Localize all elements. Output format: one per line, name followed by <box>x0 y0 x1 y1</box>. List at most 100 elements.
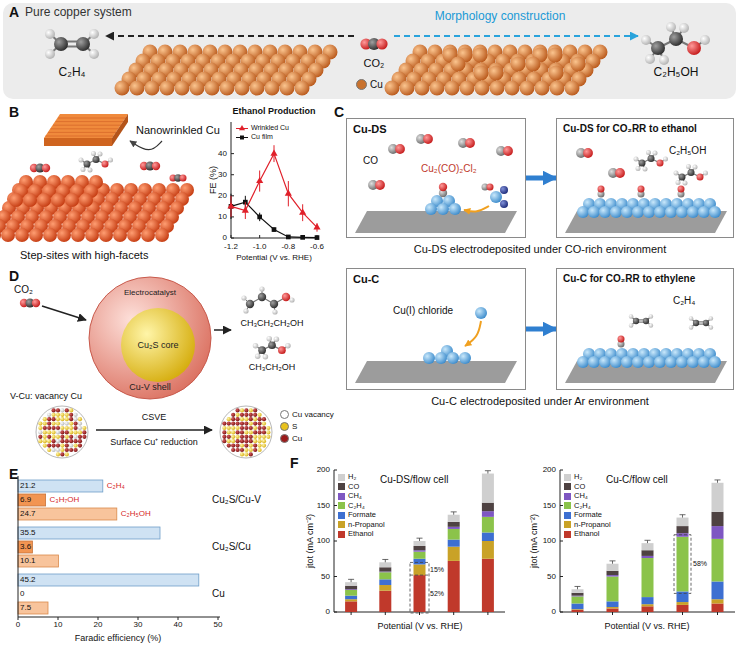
drawing-circle <box>460 81 475 96</box>
drawing-path <box>42 306 86 320</box>
drawing-g <box>89 277 211 399</box>
drawing-circle <box>65 422 69 426</box>
drawing-path <box>560 612 563 613</box>
drawing-circle <box>60 426 64 430</box>
drawing-path <box>487 471 488 474</box>
drawing-circle <box>65 439 69 443</box>
drawing-path <box>214 329 231 331</box>
drawing-circle <box>629 314 634 319</box>
drawing-circle <box>78 444 82 448</box>
drawing-path <box>385 559 386 562</box>
drawing-rect <box>712 539 724 582</box>
drawing-circle <box>249 444 253 448</box>
drawing-circle <box>395 144 405 154</box>
drawing-circle <box>69 426 73 430</box>
drawing-circle <box>262 439 266 443</box>
drawing-path <box>138 617 139 620</box>
drawing-circle <box>56 444 60 448</box>
drawing-circle <box>236 408 240 412</box>
drawing-path <box>577 612 578 615</box>
legend-item: CO <box>564 483 585 492</box>
axis-tick: 100 <box>543 536 556 545</box>
drawing-circle <box>253 413 257 417</box>
legend-swatch <box>338 483 345 490</box>
drawing-circle <box>676 356 688 368</box>
drawing-circle <box>222 422 226 426</box>
drawing-circle <box>258 444 262 448</box>
drawing-circle <box>38 422 42 426</box>
axis-title: Potential (V vs. RHE) <box>236 253 312 262</box>
drawing-circle <box>9 193 23 207</box>
axis-title: FE (%) <box>208 166 218 194</box>
legend-item: n-Propanol <box>338 521 385 530</box>
drawing-path <box>334 505 337 506</box>
drawing-rect <box>607 571 619 575</box>
axis-title: Potential (V vs. RHE) <box>604 621 689 631</box>
drawing-circle <box>227 422 231 426</box>
drawing-circle <box>430 81 445 96</box>
axis-tick: 30 <box>134 620 143 629</box>
drawing-circle <box>69 413 73 417</box>
drawing-rect <box>410 562 429 613</box>
axis-tick: 150 <box>317 501 330 510</box>
panel-letter: B <box>9 104 19 120</box>
drawing-path <box>98 617 99 620</box>
drawing-path <box>96 429 212 431</box>
drawing-circle <box>258 346 266 354</box>
drawing-circle <box>82 426 86 430</box>
legend-text: Cu <box>370 79 383 91</box>
drawing-circle <box>263 354 269 360</box>
legend-item: n-Propanol <box>564 521 611 530</box>
drawing-path <box>272 227 277 232</box>
drawing-circle <box>629 323 634 328</box>
drawing-circle <box>676 180 681 185</box>
drawing-path <box>348 579 354 580</box>
drawing-circle <box>43 426 47 430</box>
drawing-rect <box>607 608 619 612</box>
drawing-circle <box>76 37 90 51</box>
drawing-rect <box>18 480 103 492</box>
axis-tick: 150 <box>543 501 556 510</box>
drawing-circle <box>646 150 651 155</box>
drawing-path <box>270 150 277 156</box>
drawing-circle <box>56 422 60 426</box>
drawing-circle <box>262 435 266 439</box>
drawing-path <box>680 514 686 515</box>
legend-text: C₂H₄ <box>574 502 591 511</box>
drawing-rect <box>448 527 460 529</box>
drawing-circle <box>82 430 86 434</box>
drawing-circle <box>57 228 71 242</box>
drawing-circle <box>71 228 85 242</box>
drawing-circle <box>65 435 69 439</box>
axis-tick: 10 <box>218 212 227 221</box>
drawing-circle <box>108 158 113 163</box>
drawing-circle <box>43 430 47 434</box>
drawing-circle <box>240 426 244 430</box>
drawing-rect <box>448 561 460 612</box>
drawing-circle <box>145 81 160 96</box>
drawing-circle <box>565 81 580 96</box>
legend-text: C₂H₄ <box>348 502 365 511</box>
axis-tick: 200 <box>317 465 330 474</box>
node-illustration <box>347 119 527 239</box>
drawing-circle <box>74 448 78 452</box>
drawing-rect <box>677 605 689 612</box>
axis-tick: 200 <box>543 465 556 474</box>
drawing-circle <box>240 448 244 452</box>
drawing-circle <box>266 426 270 430</box>
drawing-rect <box>18 494 46 506</box>
drawing-path <box>453 612 454 615</box>
drawing-circle <box>65 408 69 412</box>
drawing-rect <box>677 537 689 592</box>
drawing-circle <box>674 171 679 176</box>
drawing-circle <box>69 408 73 412</box>
drawing-circle <box>180 175 187 182</box>
drawing-circle <box>262 426 266 430</box>
drawing-rect <box>572 593 584 596</box>
drawing-circle <box>74 422 78 426</box>
drawing-circle <box>42 164 50 172</box>
drawing-circle <box>231 426 235 430</box>
legend-text: CH₄ <box>348 492 362 501</box>
drawing-circle <box>258 417 262 421</box>
axis-tick: 0 <box>16 620 20 629</box>
